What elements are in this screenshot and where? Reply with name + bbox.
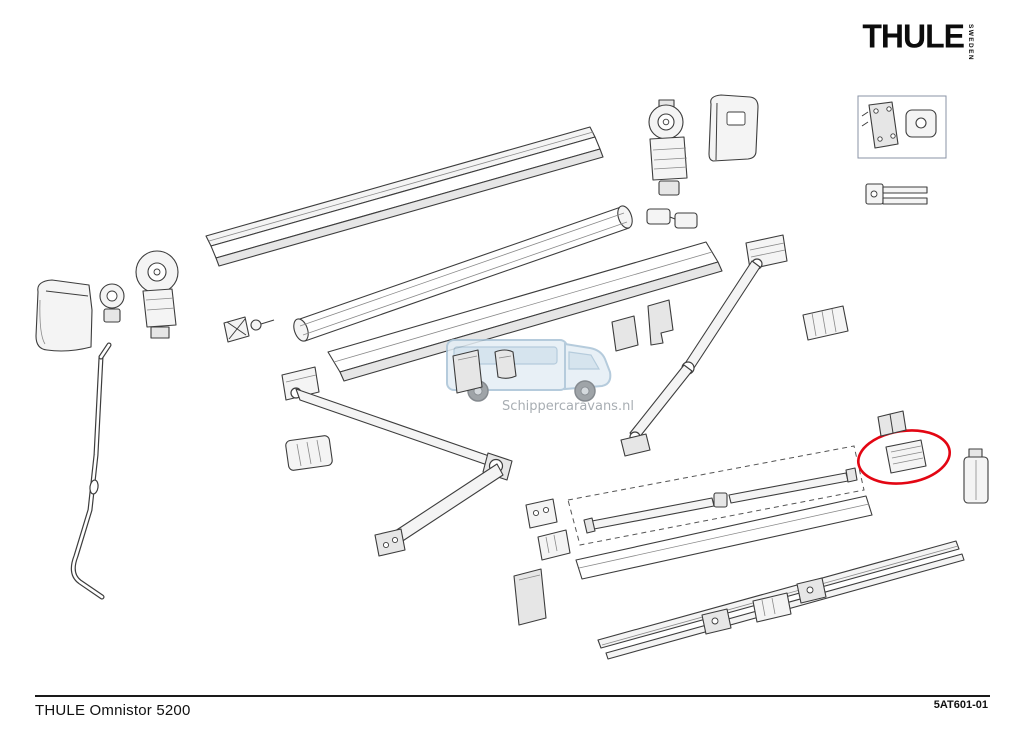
roller-tube bbox=[293, 205, 633, 342]
clevis-fork-part bbox=[865, 183, 928, 205]
fabric-clamp-plates bbox=[452, 349, 517, 394]
side-plate-parts bbox=[513, 498, 571, 626]
support-plates bbox=[611, 299, 674, 352]
left-end-cap bbox=[35, 279, 93, 352]
right-end-cap bbox=[708, 94, 759, 162]
footer-model: THULE Omnistor 5200 bbox=[35, 702, 191, 719]
awning-fabric bbox=[327, 241, 723, 382]
rail-brackets bbox=[701, 577, 827, 635]
footer: THULE Omnistor 5200 5AT601-01 bbox=[0, 695, 1024, 733]
left-spring-arm bbox=[295, 388, 513, 557]
part-above-highlight bbox=[877, 410, 907, 437]
thule-logo-text: THULE bbox=[862, 17, 965, 55]
part-right-of-highlight bbox=[963, 448, 989, 504]
right-spring-arm bbox=[620, 260, 761, 457]
dashed-selection-box bbox=[567, 445, 865, 546]
wall-bracket-right bbox=[802, 305, 849, 341]
footer-doc-number: 5AT601-01 bbox=[933, 699, 988, 711]
front-panel bbox=[575, 495, 873, 580]
inset-detail-box bbox=[857, 95, 947, 159]
footer-rule bbox=[35, 695, 990, 697]
tension-rafter-knob bbox=[223, 316, 275, 343]
awning-cassette-lid bbox=[205, 126, 604, 267]
watermark-text: Schippercaravans.nl bbox=[502, 399, 634, 414]
axle-connectors bbox=[646, 208, 698, 229]
crank-handle bbox=[70, 342, 112, 600]
motor-unit bbox=[648, 99, 688, 196]
highlighted-part-group bbox=[857, 429, 951, 485]
highlighted-bracket-part bbox=[885, 439, 927, 474]
wall-bracket-left bbox=[285, 435, 333, 471]
thule-logo: THULE SWEDEN bbox=[862, 17, 974, 61]
lead-rail-assembly bbox=[567, 445, 865, 546]
gear-drive bbox=[99, 250, 179, 339]
sweden-label: SWEDEN bbox=[967, 24, 974, 61]
